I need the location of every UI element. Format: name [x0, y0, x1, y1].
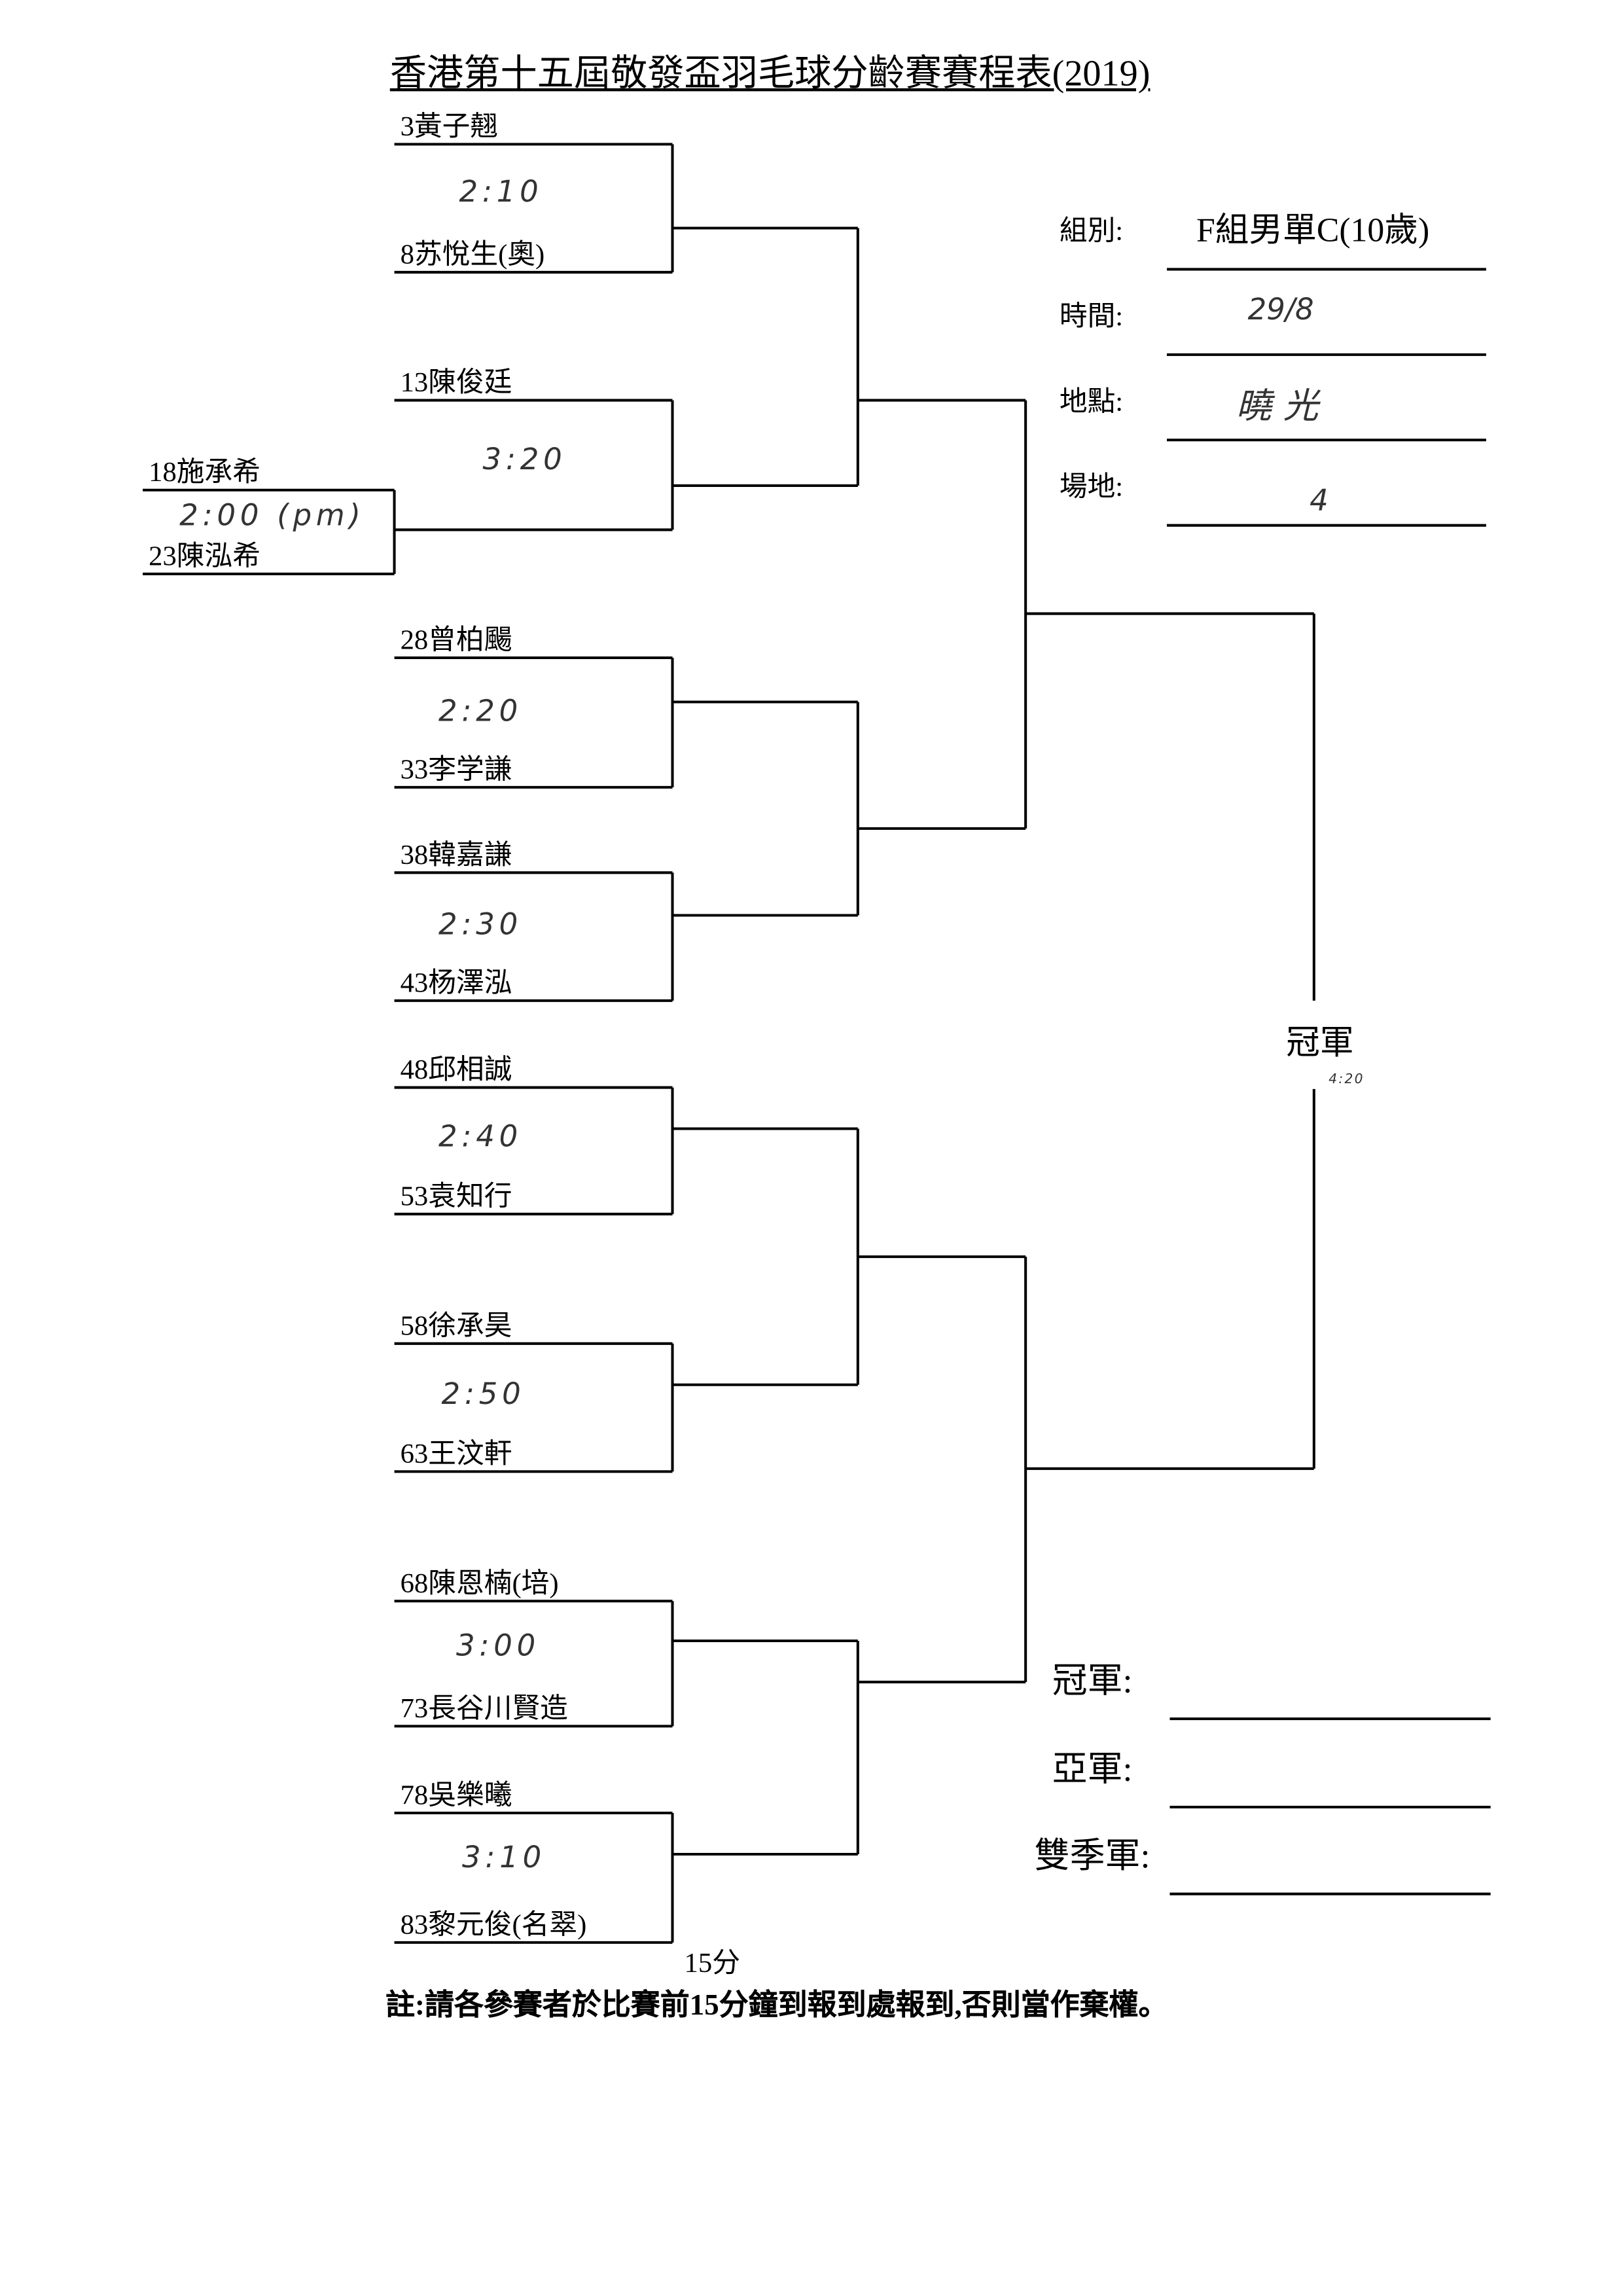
final-time: 4:20 [1329, 1073, 1364, 1088]
time-label: 時間: [1059, 301, 1124, 333]
player-name: 78吳樂曦 [400, 1780, 512, 1812]
footnote: 註:請各參賽者於比賽前15分鐘到報到處報到,否則當作棄權。 [385, 1989, 1168, 2022]
player-name: 63王汶軒 [400, 1439, 512, 1471]
player-name: 28曾柏颺 [400, 625, 512, 656]
group-label: 組別: [1059, 216, 1124, 247]
venue-value: 曉光 [1236, 386, 1330, 427]
player-name: 73長谷川賢造 [400, 1693, 568, 1725]
player-name: 13陳俊廷 [400, 368, 512, 399]
court-label: 場地: [1059, 472, 1124, 503]
match-time: 2:50 [441, 1376, 526, 1412]
player-name: 68陳恩楠(培) [400, 1568, 559, 1600]
court-value: 4 [1310, 482, 1333, 518]
match-time: 2:10 [459, 173, 543, 209]
player-name: 83黎元俊(名翠) [400, 1910, 587, 1941]
player-name: 38韓嘉謙 [400, 840, 512, 872]
match-time: 3:10 [461, 1839, 546, 1875]
match-time: 2:40 [438, 1118, 523, 1154]
player-name: 48邱相誠 [400, 1055, 512, 1086]
match-time: 3:00 [456, 1627, 540, 1663]
player-name: 18施承希 [149, 457, 261, 489]
player-name: 3黃子翹 [400, 111, 499, 143]
champion-label: 冠軍: [1052, 1662, 1133, 1702]
third-place-label: 雙季軍: [1034, 1838, 1150, 1876]
player-name: 53袁知行 [400, 1181, 512, 1213]
player-name: 23陳泓希 [149, 541, 261, 573]
venue-label: 地點: [1059, 387, 1124, 418]
match-time: 3:20 [482, 441, 567, 477]
match-time: 2:00 (pm) [179, 497, 365, 533]
player-name: 58徐承昊 [400, 1311, 512, 1342]
time-value: 29/8 [1247, 291, 1314, 327]
interval-note: 15分 [684, 1948, 740, 1980]
player-name: 8苏悅生(奧) [400, 240, 545, 271]
page-title: 香港第十五屆敬發盃羽毛球分齡賽賽程表(2019) [389, 54, 1150, 94]
player-name: 33李学謙 [400, 755, 512, 786]
player-name: 43杨澤泓 [400, 968, 512, 999]
match-time: 2:30 [438, 906, 523, 942]
match-time: 2:20 [438, 692, 523, 728]
runner-up-label: 亞軍: [1052, 1751, 1133, 1790]
group-value: F組男單C(10歲) [1196, 211, 1430, 249]
champion-slot-label: 冠軍 [1286, 1024, 1354, 1062]
